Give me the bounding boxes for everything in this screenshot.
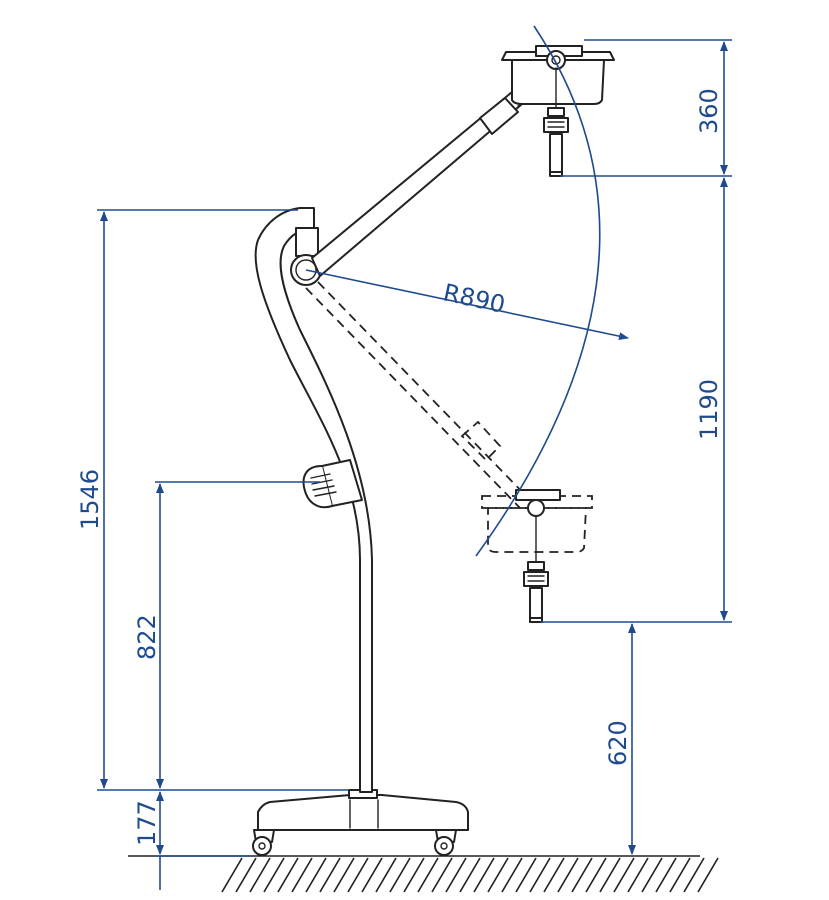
hatch-line [249,857,271,893]
hatch-line [235,857,257,893]
hatch-line [305,857,327,893]
column-handle [302,459,363,509]
hatch-line [613,857,635,893]
hatch-line [683,857,705,893]
lamp-head-upper [501,45,615,177]
hatch-line [641,857,663,893]
lowest-height-label: 620 [604,720,632,766]
hatch-line [473,857,495,893]
dimension-base-height: 177 [133,791,250,890]
hatch-line [263,857,285,893]
total-height-label: 1546 [76,469,104,530]
dimension-vertical-travel: 1190 [540,177,732,623]
hatch-line [627,857,649,893]
hatch-line [543,857,565,893]
hatch-line [655,857,677,893]
radius-label: R890 [441,278,508,318]
hatch-line [431,857,453,893]
hatch-line [571,857,593,893]
hatch-line [403,857,425,893]
hatch-line [557,857,579,893]
lamp-head-label: 360 [695,88,723,134]
arm-lower-position [305,281,533,509]
hatch-line [417,857,439,893]
rolling-base [252,789,469,856]
hatch-line [389,857,411,893]
handle-height-label: 822 [133,614,161,660]
hatch-line [697,857,719,893]
hatch-line [585,857,607,893]
hatch-line [277,857,299,893]
hatch-line [319,857,341,893]
curved-column [254,207,373,793]
hatch-line [291,857,313,893]
hatch-line [347,857,369,893]
hatch-line [221,857,243,893]
dimension-lamp-head: 360 [560,39,732,177]
hatch-line [445,857,467,893]
vertical-travel-label: 1190 [695,379,723,440]
hatch-line [361,857,383,893]
dimension-total-height: 1546 [76,209,348,791]
lamp-head-lower [481,489,593,623]
hatch-line [529,857,551,893]
base-height-label: 177 [133,800,161,846]
hatch-line [669,857,691,893]
floor-hatching [128,855,719,893]
hatch-line [333,857,355,893]
hatch-line [487,857,509,893]
dimension-lowest-height: 620 [604,623,636,855]
hatch-line [599,857,621,893]
hatch-line [459,857,481,893]
dimension-handle-height: 822 [133,481,320,789]
hatch-line [375,857,397,893]
hatch-line [515,857,537,893]
hatch-line [501,857,523,893]
